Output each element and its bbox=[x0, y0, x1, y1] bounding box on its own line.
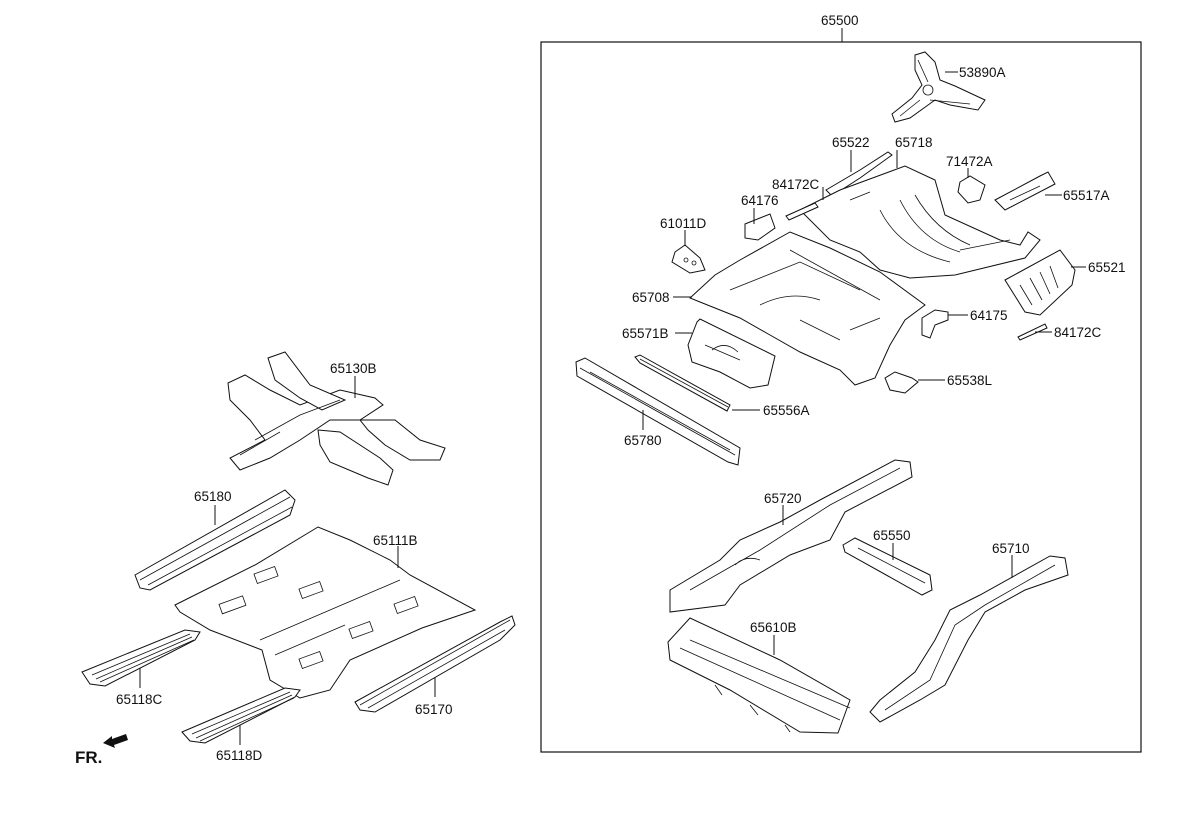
callout-65517A[interactable]: 65517A bbox=[1063, 188, 1110, 203]
assembly-frame bbox=[540, 41, 1142, 753]
callout-65571B[interactable]: 65571B bbox=[622, 326, 669, 341]
callout-64175[interactable]: 64175 bbox=[970, 308, 1008, 323]
callout-65180[interactable]: 65180 bbox=[194, 489, 232, 504]
part-65170[interactable]: 65170 bbox=[354, 615, 516, 717]
callout-65130B[interactable]: 65130B bbox=[330, 361, 377, 376]
part-65118D[interactable]: 65118D bbox=[181, 687, 301, 763]
part-64175[interactable]: 64175 bbox=[921, 308, 1008, 339]
callout-84172C-upper[interactable]: 84172C bbox=[772, 177, 820, 192]
part-65610B[interactable]: 65610B bbox=[667, 617, 851, 734]
front-arrow-icon bbox=[103, 734, 128, 748]
callout-65522[interactable]: 65522 bbox=[832, 135, 870, 150]
callout-65710[interactable]: 65710 bbox=[992, 541, 1030, 556]
callout-61011D[interactable]: 61011D bbox=[660, 216, 707, 231]
callout-65718[interactable]: 65718 bbox=[895, 135, 933, 150]
callout-65111B[interactable]: 65111B bbox=[373, 533, 418, 548]
part-65708[interactable]: 65708 bbox=[632, 231, 926, 386]
part-61011D[interactable]: 61011D bbox=[660, 216, 707, 274]
part-65118C[interactable]: 65118C bbox=[81, 629, 201, 707]
callout-53890A[interactable]: 53890A bbox=[959, 65, 1006, 80]
callout-65118C[interactable]: 65118C bbox=[116, 692, 163, 707]
callout-65521[interactable]: 65521 bbox=[1088, 260, 1126, 275]
part-53890A[interactable]: 53890A bbox=[891, 51, 1006, 123]
part-65780[interactable]: 65780 bbox=[575, 357, 741, 466]
front-direction-indicator: FR. bbox=[75, 734, 128, 767]
part-65517A[interactable]: 65517A bbox=[994, 171, 1110, 211]
callout-65118D[interactable]: 65118D bbox=[216, 748, 263, 763]
callout-65610B[interactable]: 65610B bbox=[750, 620, 797, 635]
callout-65550[interactable]: 65550 bbox=[873, 528, 911, 543]
part-65111B[interactable]: 65111B bbox=[174, 526, 477, 699]
part-65710[interactable]: 65710 bbox=[869, 541, 1069, 723]
callout-71472A[interactable]: 71472A bbox=[946, 154, 993, 169]
part-84172C-upper[interactable]: 84172C bbox=[772, 177, 824, 221]
callout-65538L[interactable]: 65538L bbox=[947, 373, 993, 388]
part-65521[interactable]: 65521 bbox=[1004, 249, 1126, 316]
part-64176[interactable]: 64176 bbox=[741, 193, 779, 241]
part-65556A[interactable]: 65556A bbox=[634, 354, 810, 418]
part-71472A[interactable]: 71472A bbox=[946, 154, 993, 204]
part-84172C-lower[interactable]: 84172C bbox=[1017, 323, 1102, 341]
front-label: FR. bbox=[75, 748, 102, 767]
part-65571B[interactable]: 65571B bbox=[622, 318, 776, 389]
part-65720[interactable]: 65720 bbox=[669, 459, 913, 613]
callout-65170[interactable]: 65170 bbox=[415, 702, 453, 717]
assembly-65500: 65500 bbox=[540, 13, 1142, 753]
callout-65708[interactable]: 65708 bbox=[632, 290, 670, 305]
part-65130B[interactable]: 65130B bbox=[227, 351, 446, 486]
callout-64176[interactable]: 64176 bbox=[741, 193, 779, 208]
part-65550[interactable]: 65550 bbox=[842, 528, 933, 596]
callout-65720[interactable]: 65720 bbox=[764, 491, 802, 506]
callout-65780[interactable]: 65780 bbox=[624, 433, 662, 448]
part-65180[interactable]: 65180 bbox=[134, 489, 296, 591]
label-assembly[interactable]: 65500 bbox=[821, 13, 859, 28]
part-65718[interactable]: 65718 bbox=[799, 135, 1041, 279]
callout-65556A[interactable]: 65556A bbox=[763, 403, 810, 418]
part-65538L[interactable]: 65538L bbox=[884, 371, 993, 394]
callout-84172C-lower[interactable]: 84172C bbox=[1054, 325, 1102, 340]
